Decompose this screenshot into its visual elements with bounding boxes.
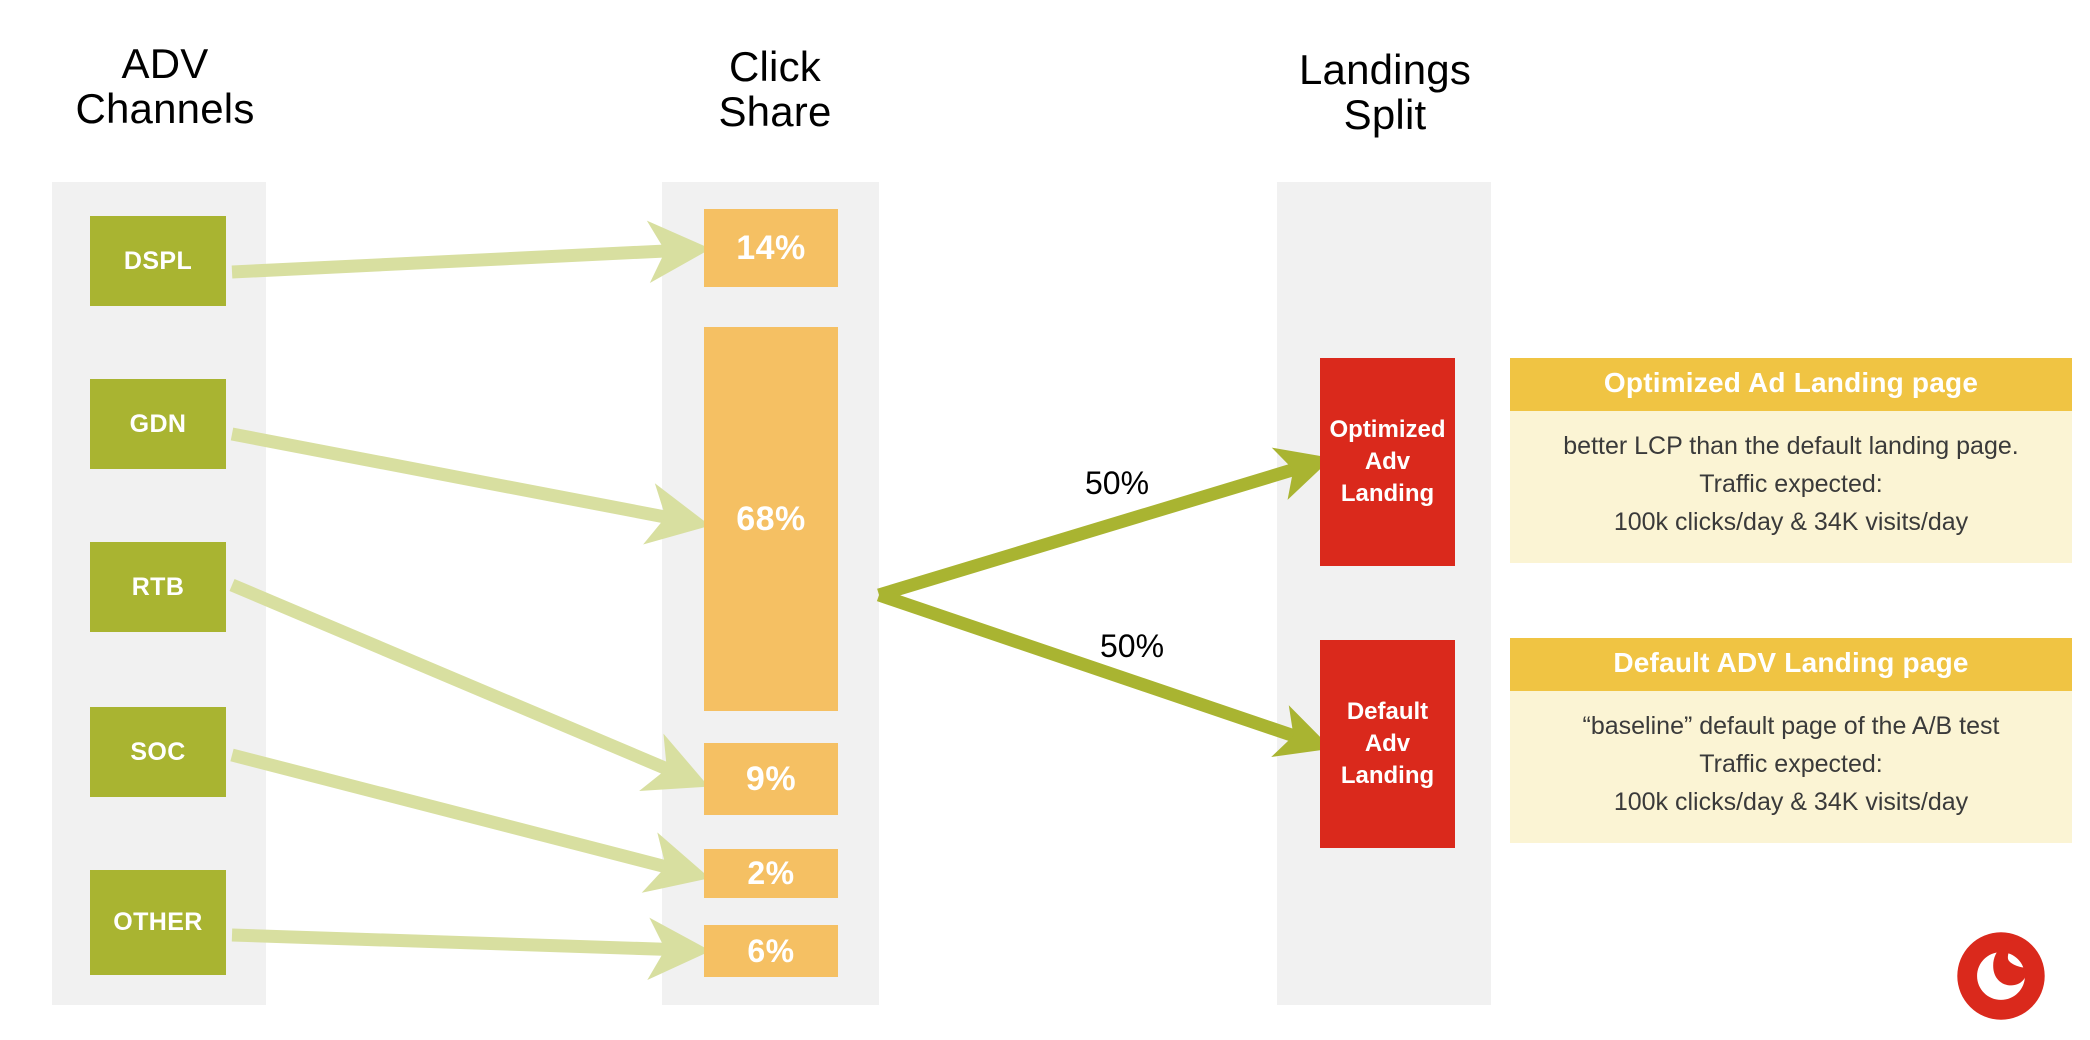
landing-box-label: Optimized Adv Landing [1329,416,1446,507]
click-share-bar-dspl[interactable]: 14% [704,209,838,287]
info-card-heading: Optimized Ad Landing page [1510,358,2072,411]
click-share-value: 2% [747,855,795,891]
adv-channel-label: DSPL [123,246,193,275]
column-title-adv-channels: ADV Channels [75,40,255,132]
flow-arrow-soc [230,748,710,893]
click-share-value: 6% [747,932,795,969]
column-title-click-share: Click Share [718,43,832,135]
click-share-bar-rtb[interactable]: 9% [704,743,838,815]
info-card-default: Default ADV Landing page “baseline” defa… [1510,638,2072,843]
click-share-bar-gdn[interactable]: 68% [704,327,838,711]
split-percentage-default: 50% [1100,628,1165,664]
landings-split-band [1277,182,1491,1005]
adv-channel-box-other[interactable]: OTHER [90,870,226,975]
flow-arrow-other [231,917,711,980]
click-share-value: 9% [745,759,797,798]
column-title-landings-split: Landings Split [1298,46,1472,138]
adv-channel-label: GDN [129,409,187,438]
info-card-body: “baseline” default page of the A/B test … [1582,712,2000,816]
info-card-body: better LCP than the default landing page… [1563,432,2019,536]
adv-channel-box-dspl[interactable]: DSPL [90,216,226,306]
info-card-heading: Default ADV Landing page [1510,638,2072,691]
click-share-value: 14% [736,228,806,267]
adv-channel-box-gdn[interactable]: GDN [90,379,226,469]
click-share-bar-soc[interactable]: 2% [704,849,838,898]
split-arrow-default [876,588,1332,757]
vodafone-speechmark-logo [1957,932,2045,1020]
adv-channel-label: OTHER [113,908,203,936]
landing-box-default[interactable]: Default Adv Landing [1320,640,1455,848]
adv-channel-label: SOC [130,737,186,766]
flow-arrow-dspl [231,220,711,283]
landing-box-optimized[interactable]: Optimized Adv Landing [1320,358,1455,566]
adv-channel-label: RTB [131,572,185,601]
flow-arrow-rtb [229,579,709,792]
adv-channel-box-soc[interactable]: SOC [90,707,226,797]
flow-arrow-gdn [230,427,711,545]
split-percentage-optimized: 50% [1085,465,1150,501]
landing-box-label: Default Adv Landing [1340,698,1435,789]
info-card-optimized: Optimized Ad Landing page better LCP tha… [1510,358,2072,563]
adv-channel-box-rtb[interactable]: RTB [90,542,226,632]
click-share-bar-other[interactable]: 6% [704,925,838,977]
click-share-value: 68% [736,499,806,538]
